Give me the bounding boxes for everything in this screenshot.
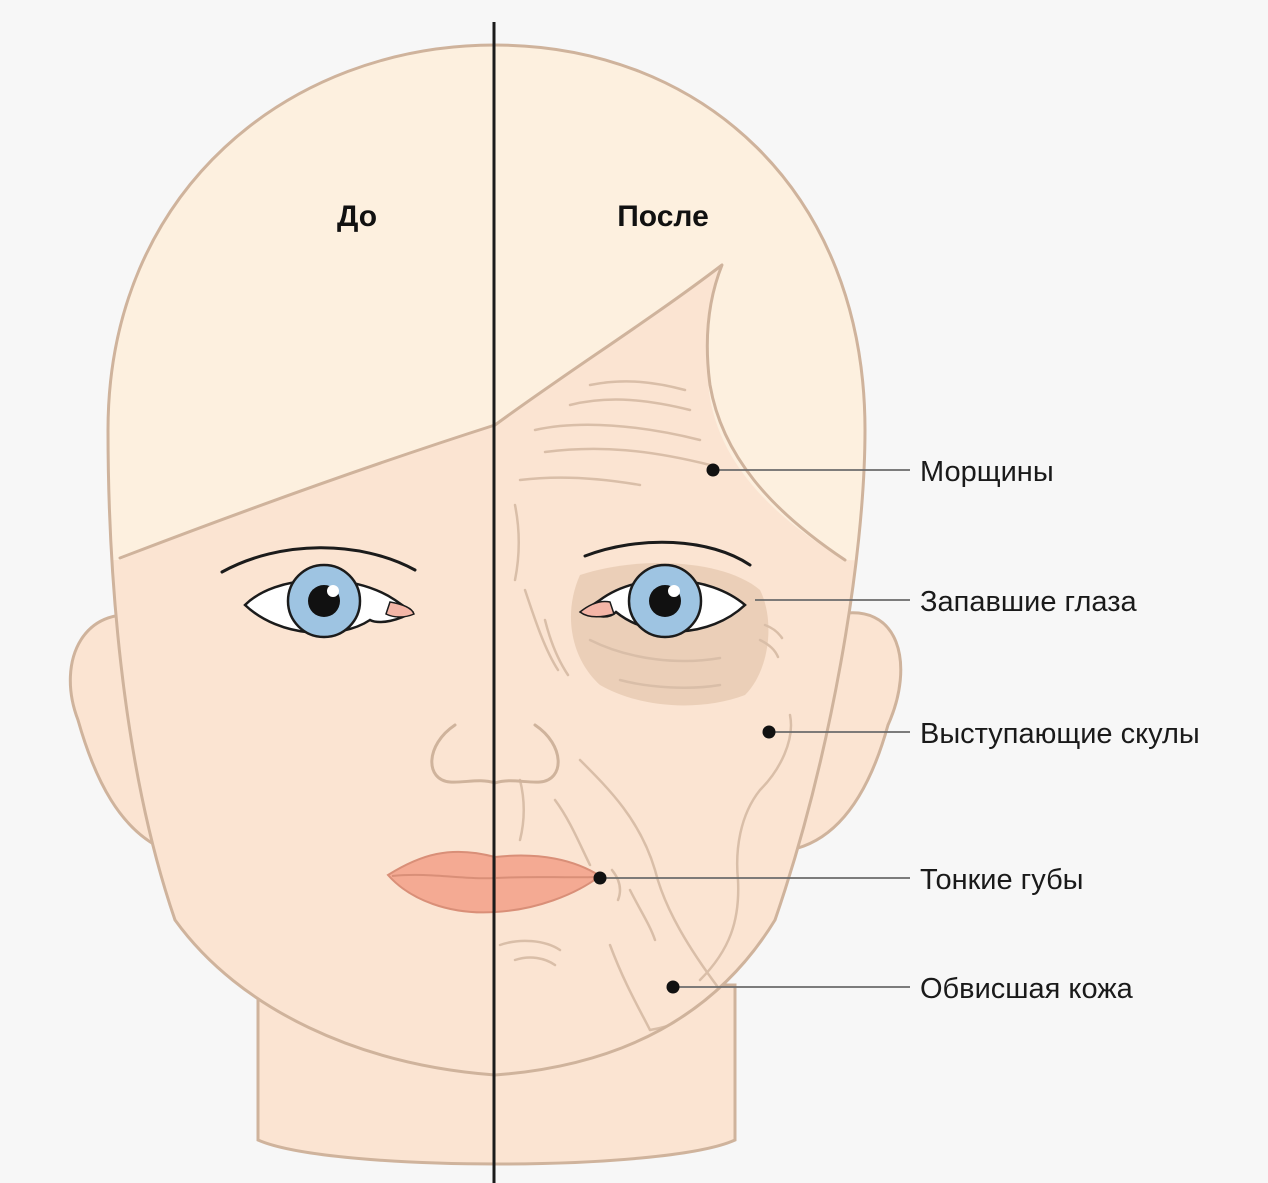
callout-dot	[594, 872, 607, 885]
title-after: После	[617, 200, 709, 233]
callout-label-sagging-skin: Обвисшая кожа	[920, 973, 1134, 1005]
callout-label-sunken-eyes: Запавшие глаза	[920, 586, 1137, 618]
callout-label-cheekbones: Выступающие скулы	[920, 718, 1200, 750]
callout-label-thin-lips: Тонкие губы	[920, 864, 1084, 896]
callout-dot	[763, 726, 776, 739]
title-before: До	[337, 200, 377, 233]
callout-label-wrinkles: Морщины	[920, 456, 1054, 488]
callout-dot	[667, 981, 680, 994]
callout-sagging-skin: Обвисшая кожа	[667, 973, 1134, 1005]
callout-dot	[707, 464, 720, 477]
